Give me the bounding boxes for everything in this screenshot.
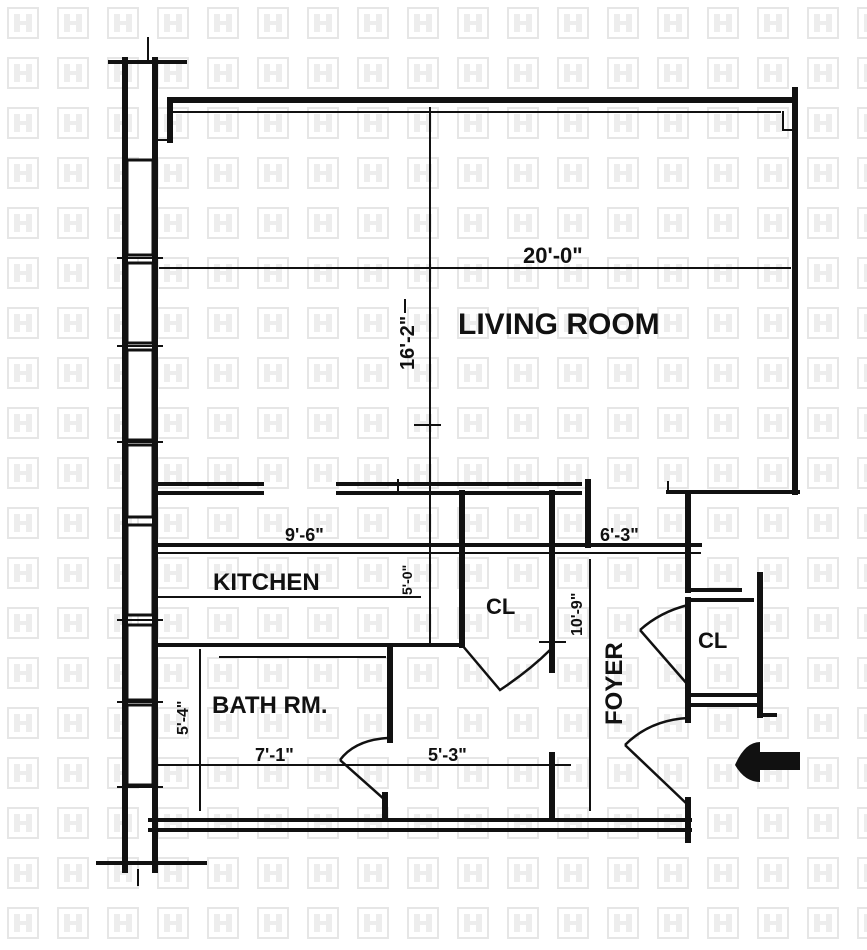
room-label-bath: BATH RM. <box>212 692 328 719</box>
dimension-kitchen-width: 9'-6" <box>285 525 324 545</box>
exterior-left-wall <box>96 37 207 886</box>
window <box>125 348 155 442</box>
closet-door-swing <box>639 629 689 686</box>
window <box>125 443 155 519</box>
dimension-bath-width: 7'-1" <box>255 745 294 765</box>
room-label-living-room: LIVING ROOM <box>458 308 660 341</box>
dimension-foyer-width: 6'-3" <box>600 525 639 545</box>
room-label-closet: CL <box>698 628 727 653</box>
dimension-living-depth: 16'-2" <box>397 316 419 370</box>
window <box>125 261 155 345</box>
room-label-kitchen: KITCHEN <box>213 569 320 596</box>
bath-door-swing <box>339 759 386 801</box>
dimension-foyer-depth: 10'-9" <box>569 593 586 636</box>
dimension-living-width: 20'-0" <box>523 243 583 268</box>
arrow-left-icon <box>735 742 800 782</box>
dimension-kitchen-depth: 5'-0" <box>399 565 415 595</box>
closet-door-arc <box>639 603 689 631</box>
window <box>125 523 155 617</box>
interior-walls <box>148 479 777 843</box>
dimension-bath-depth: 5'-4" <box>175 700 192 735</box>
doors <box>339 603 689 806</box>
entry-door-swing <box>624 744 689 806</box>
entry-door-arc <box>624 716 689 746</box>
dimension-hall-width: 5'-3" <box>428 745 467 765</box>
bath-door-arc <box>339 736 389 761</box>
living-room-walls <box>154 87 800 646</box>
closet-door-swing <box>461 644 551 692</box>
window <box>125 623 155 702</box>
room-label-closet: CL <box>486 594 515 619</box>
window <box>125 158 155 257</box>
room-label-foyer: FOYER <box>601 642 628 725</box>
window <box>125 703 155 787</box>
